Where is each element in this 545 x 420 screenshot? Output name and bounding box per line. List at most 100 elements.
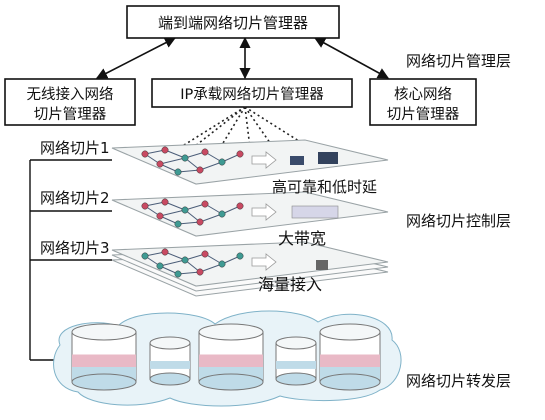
forwarding-cylinder-1 [71,323,137,391]
forwarding-pipe-2-band-blue [276,361,316,369]
slice-3-plane [111,241,389,297]
slice-3-plane-node [161,248,169,256]
slice-2-plane-link [159,209,186,217]
core-manager-label-1: 核心网络 [394,86,452,103]
forwarding-layer [53,310,402,407]
slice-3-plane-node [218,260,226,268]
video-app-icon [291,205,339,219]
slice-2-plane-link [199,213,223,223]
slice-3-plane-node [196,268,204,276]
slice-2-plane [111,191,389,237]
slice-1-name: 网络切片1 [40,139,110,157]
slice-2-plane-node [156,212,164,220]
slice-3-plane-node [141,252,149,260]
layer-label-forwarding: 网络切片转发层 [406,372,511,390]
slice-2-plane-link [177,221,201,225]
e2e-manager-label: 端到端网络切片管理器 [158,14,308,32]
slice-3-feature: 海量接入 [258,275,322,294]
forwarding-cylinder-1-top [71,323,137,341]
slice-3-plane-direction-arrow-icon [251,253,277,271]
forwarding-pipe-1 [149,336,191,386]
forwarding-pipe-1-band-blue [150,361,190,369]
forwarding-pipe-2 [275,336,317,386]
slice-1-plane-node [161,146,169,154]
forwarding-pipe-2-top [275,336,317,350]
slice-3-name: 网络切片3 [40,239,110,257]
slice-2-plane-link [184,203,206,211]
forwarding-cylinder-1-bottom [71,373,137,391]
slice-3-plane-link [164,251,186,261]
slice-1-feature: 高可靠和低时延 [272,178,377,196]
core-manager-label-2: 切片管理器 [387,106,460,123]
slice-1-plane-link [184,151,206,159]
management-arrows [96,36,389,80]
slice-2-plane-direction-arrow-icon [251,203,277,221]
slice-3-plane-surface [111,241,389,287]
layer-label-management: 网络切片管理层 [406,52,511,70]
slice-2-plane-link [164,201,186,211]
slice-2-plane-node [174,220,182,228]
forwarding-cylinder-2-top [198,323,264,341]
slice-planes [111,139,389,297]
wireless-manager-label-2: 切片管理器 [34,106,107,123]
wireless-manager-label-1: 无线接入网络 [27,86,114,103]
forwarding-cylinder-3-top [319,323,381,341]
slice-2-plane-node [181,206,189,214]
slice-3-plane-node [236,252,244,260]
slice-2-plane-node [218,210,226,218]
ip-manager-label: IP承载网络切片管理器 [180,86,324,103]
slice-1-plane-node [174,168,182,176]
slice-1-plane-link [177,169,201,173]
forwarding-pipe-1-bottom [149,372,191,386]
slice-1-plane [111,139,389,185]
forwarding-cylinder-2-bottom [198,373,264,391]
arrow-e2e-to-core [314,37,389,79]
device-icons [290,152,339,270]
forwarding-cylinder-3-bottom [319,373,381,391]
slice-3-plane-node [181,256,189,264]
slice-1-plane-link [159,157,186,165]
layer-label-control: 网络切片控制层 [406,212,511,230]
forwarding-cylinder-2-band-pink [199,354,263,367]
slice-1-plane-node [141,150,149,158]
slice-1-plane-link [199,161,223,171]
slice-1-plane-link [164,149,186,159]
arrow-e2e-to-wireless [96,37,176,79]
management-layer: 端到端网络切片管理器 无线接入网络 切片管理器 IP承载网络切片管理器 核心网络… [4,5,511,126]
forwarding-cylinder-1-band-pink [72,354,136,367]
slice-2-plane-node [141,202,149,210]
slice-3-plane-node [156,262,164,270]
forwarding-pipe-2-bottom [275,372,317,386]
slice-2-name: 网络切片2 [40,189,110,207]
slice-2-plane-node [196,218,204,226]
e2e-manager-box [126,5,340,39]
slice-2-plane-node [201,200,209,208]
slice-1-plane-node [196,166,204,174]
slice-1-plane-node [156,160,164,168]
slice-3-plane-link [159,259,186,267]
laptop-icon [316,260,328,270]
wireless-manager-box [4,78,136,126]
slice-3-plane-link [199,263,223,273]
forwarding-cylinder-3-band-pink [320,354,380,367]
slice-2-plane-node [236,202,244,210]
slice-3-plane-node [174,270,182,278]
forwarding-cylinder-3 [319,323,381,391]
slice-bracket [29,159,112,361]
slice-2-feature: 大带宽 [278,229,326,248]
car-icon [290,156,304,165]
slice-1-plane-node [236,150,244,158]
vehicle-icon [318,152,338,164]
slice-2-plane-node [161,198,169,206]
forwarding-pipe-1-top [149,336,191,350]
slice-3-plane-link [177,271,201,275]
slice-1-plane-node [181,154,189,162]
slice-3-plane-link [184,253,206,261]
slice-1-plane-direction-arrow-icon [251,151,277,169]
forwarding-cylinder-2 [198,323,264,391]
slice-1-plane-node [201,148,209,156]
slice-2-plane-surface [111,191,389,237]
ip-manager-dotted-links [159,106,311,161]
slice-1-plane-node [218,158,226,166]
